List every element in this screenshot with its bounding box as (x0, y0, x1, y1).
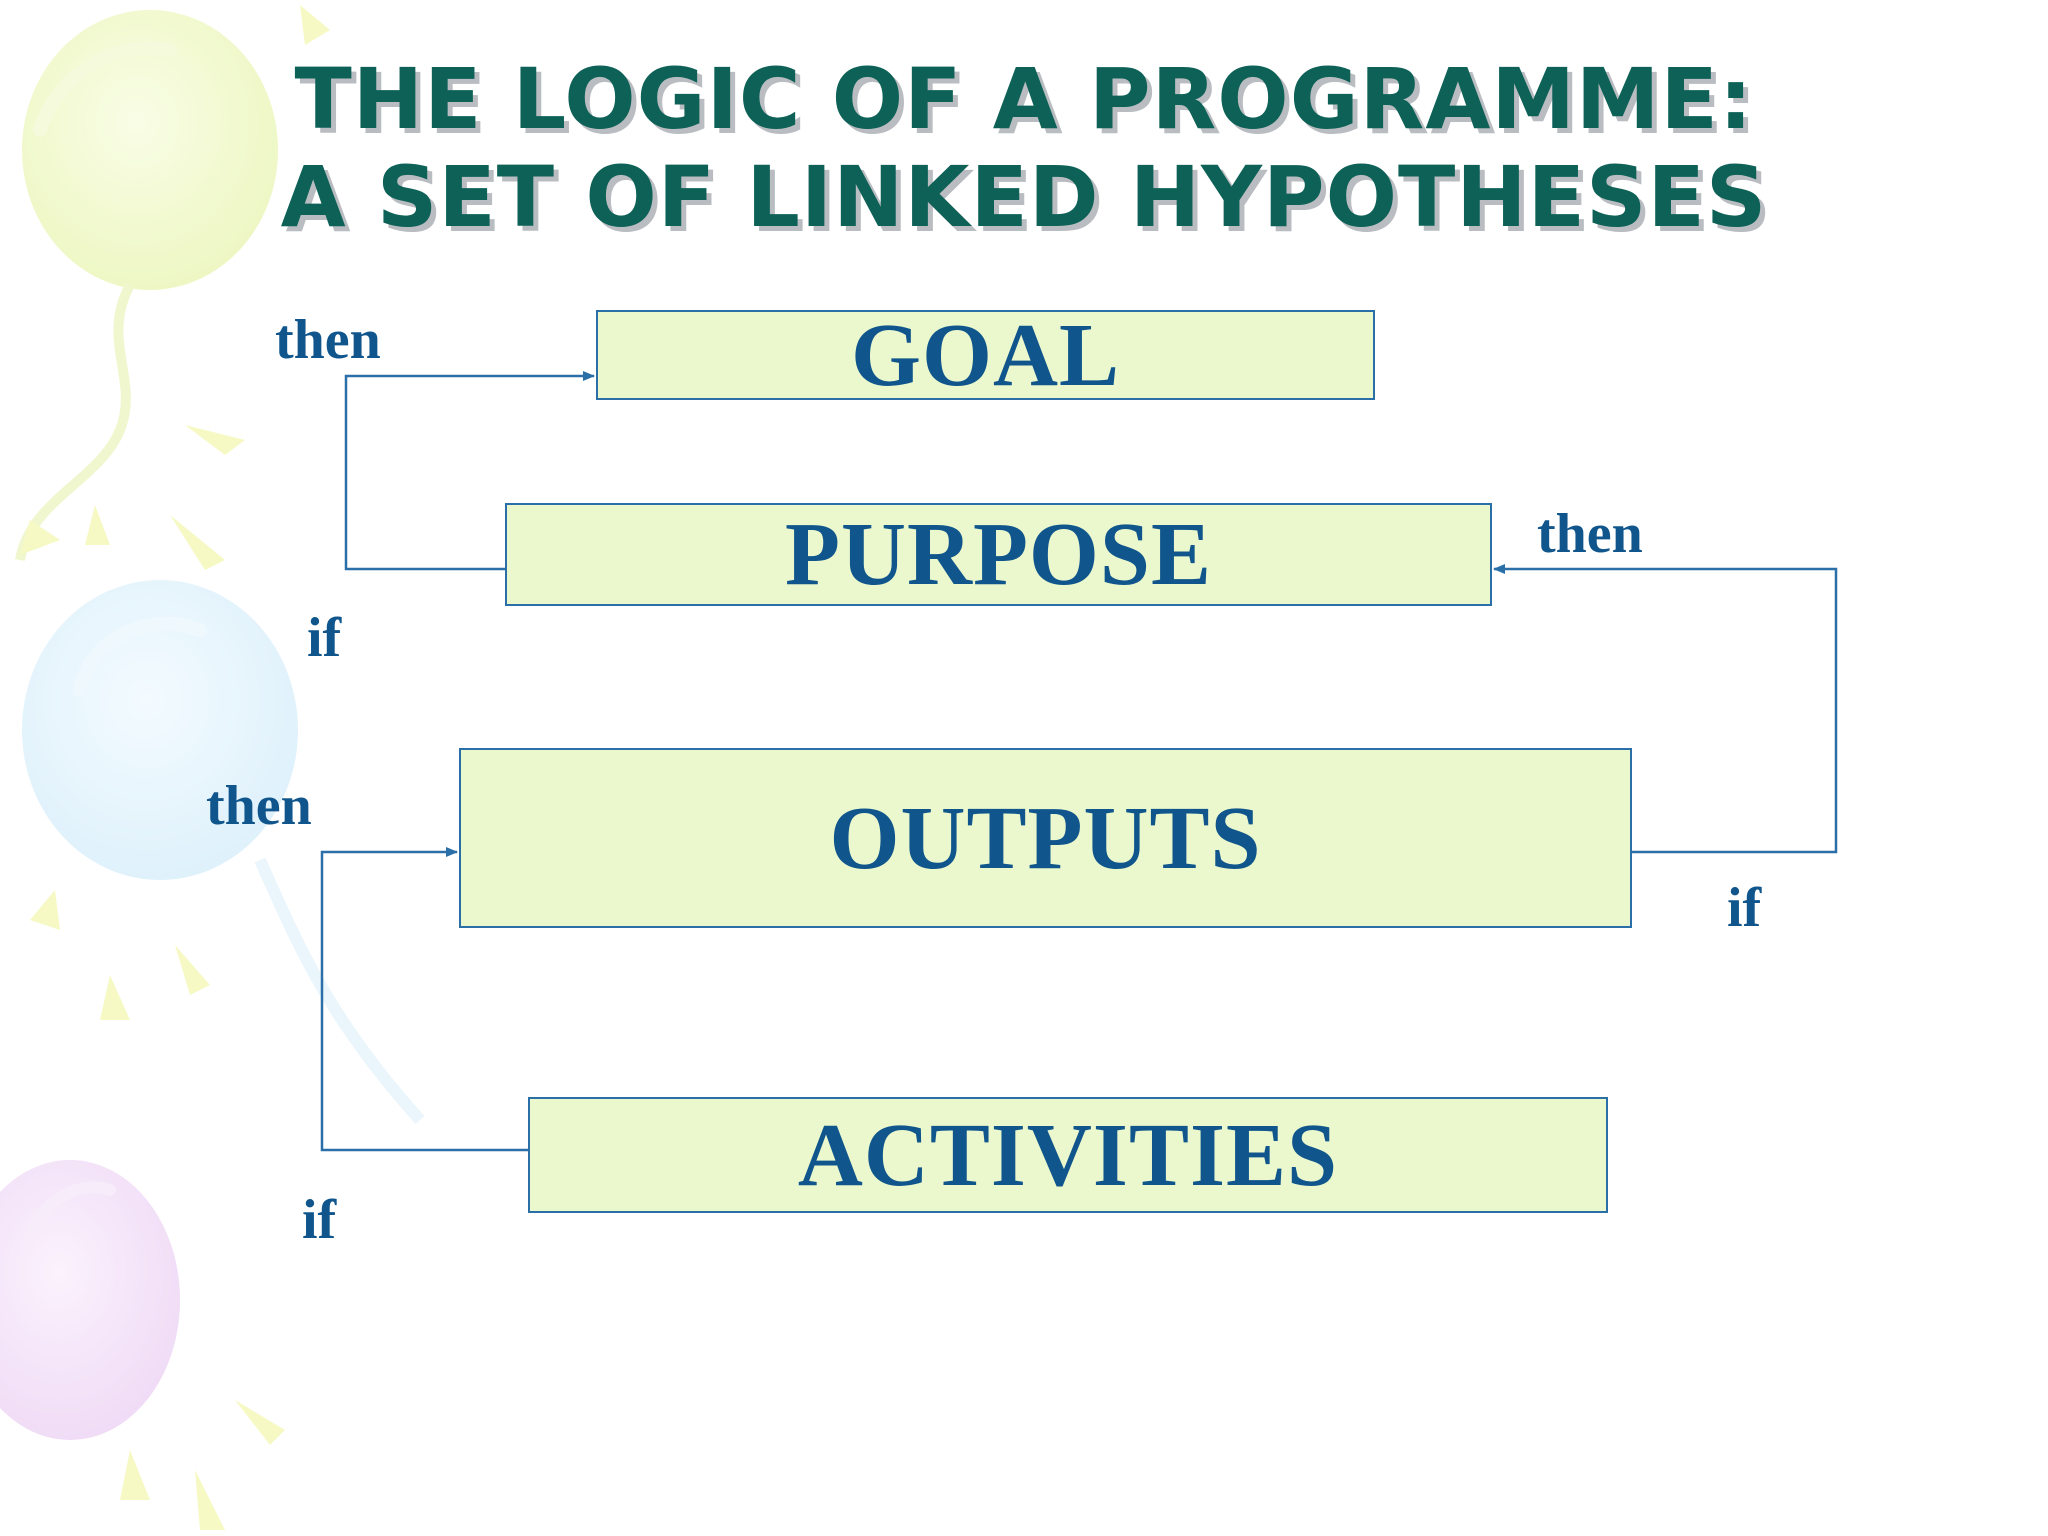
purpose-label: PURPOSE (784, 505, 1213, 604)
then-label-purpose: then (1537, 503, 1643, 565)
if-label-activities: if (302, 1189, 337, 1251)
then-label-outputs: then (206, 775, 312, 837)
slide-title-line-1: THE LOGIC OF A PROGRAMME: (294, 50, 1754, 148)
balloon-icon (22, 580, 425, 1125)
goal-label: GOAL (850, 305, 1121, 405)
slide-title-line-2: A SET OF LINKED HYPOTHESES (280, 148, 1768, 246)
if-label-outputs: if (1727, 877, 1762, 939)
sparkle-icon (20, 5, 330, 1530)
then-label-goal: then (275, 309, 381, 371)
activities-label: ACTIVITIES (797, 1105, 1339, 1205)
if-label-purpose: if (307, 607, 342, 669)
balloon-icon (0, 1160, 180, 1440)
goal-box: GOAL (596, 306, 1375, 405)
balloon-icon (15, 10, 278, 562)
activities-box: ACTIVITIES (528, 1097, 1608, 1213)
purpose-box: PURPOSE (505, 503, 1492, 606)
outputs-label: OUTPUTS (829, 788, 1262, 888)
outputs-box: OUTPUTS (459, 748, 1632, 928)
